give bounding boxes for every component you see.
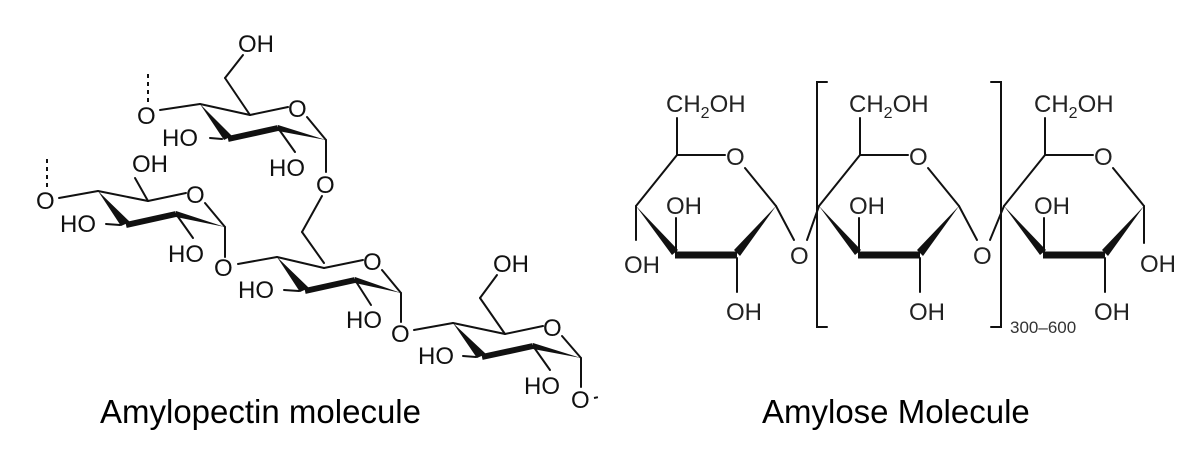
atom-o: O <box>391 321 410 348</box>
atom-o: O <box>571 387 590 414</box>
atom-ch2oh: CH2OH <box>1034 91 1114 122</box>
atom-oh: OH <box>132 151 168 178</box>
atom-oh: OH <box>493 251 529 278</box>
atom-ring-o: O <box>1094 144 1113 171</box>
amylopectin-right-ring: O OH HO HO O <box>418 251 600 414</box>
amylopectin-structure: O O OH HO HO <box>36 31 600 414</box>
amylopectin-panel: O O OH HO HO <box>36 31 600 430</box>
atom-ring-o: O <box>543 315 562 342</box>
atom-ring-o: O <box>909 144 928 171</box>
atom-oh: OH <box>666 193 702 220</box>
atom-ho: HO <box>524 373 560 400</box>
amylose-caption: Amylose Molecule <box>762 393 1030 430</box>
atom-ring-o: O <box>363 249 382 276</box>
atom-o: O <box>316 172 335 199</box>
atom-ho: HO <box>346 307 382 334</box>
atom-oh: OH <box>624 252 660 279</box>
repeat-bracket-left <box>816 81 828 328</box>
atom-oh: OH <box>1094 299 1130 326</box>
atom-oh: OH <box>726 299 762 326</box>
atom-o: O <box>36 188 55 215</box>
atom-o: O <box>214 255 233 282</box>
amylose-panel: CH2OH O OH OH OH O CH2OH O OH OH O <box>600 0 1200 475</box>
atom-ring-o: O <box>726 144 745 171</box>
atom-oh: OH <box>909 299 945 326</box>
atom-ho: HO <box>269 155 305 182</box>
amylose-ring-1: CH2OH O OH OH OH O <box>624 91 820 326</box>
amylose-ring-2-repeat: CH2OH O OH OH O <box>819 91 1005 326</box>
amylopectin-middle-ring: O HO HO O <box>238 249 454 348</box>
atom-ho: HO <box>418 343 454 370</box>
repeat-bracket-right <box>990 81 1002 328</box>
atom-ho: HO <box>60 211 96 238</box>
repeat-count: 300–600 <box>1010 318 1076 337</box>
atom-glycosidic-o: O <box>790 243 809 270</box>
atom-glycosidic-o: O <box>973 243 992 270</box>
atom-oh: OH <box>849 193 885 220</box>
atom-oh: OH <box>238 31 274 58</box>
amylopectin-caption: Amylopectin molecule <box>100 393 421 430</box>
atom-ch2oh: CH2OH <box>666 91 746 122</box>
atom-o: O <box>137 103 156 130</box>
atom-oh: OH <box>1034 193 1070 220</box>
amylose-structure: CH2OH O OH OH OH O CH2OH O OH OH O <box>624 81 1176 337</box>
atom-ho: HO <box>168 241 204 268</box>
atom-oh: OH <box>1140 251 1176 278</box>
atom-ch2oh: CH2OH <box>849 91 929 122</box>
atom-ring-o: O <box>288 96 307 123</box>
amylopectin-top-ring: O O OH HO HO <box>137 31 335 264</box>
atom-ho: HO <box>162 125 198 152</box>
atom-ho: HO <box>238 277 274 304</box>
atom-ring-o: O <box>186 182 205 209</box>
amylose-ring-3: CH2OH O OH OH OH <box>1004 91 1176 326</box>
amylopectin-left-ring: O O OH HO HO O <box>36 151 278 282</box>
